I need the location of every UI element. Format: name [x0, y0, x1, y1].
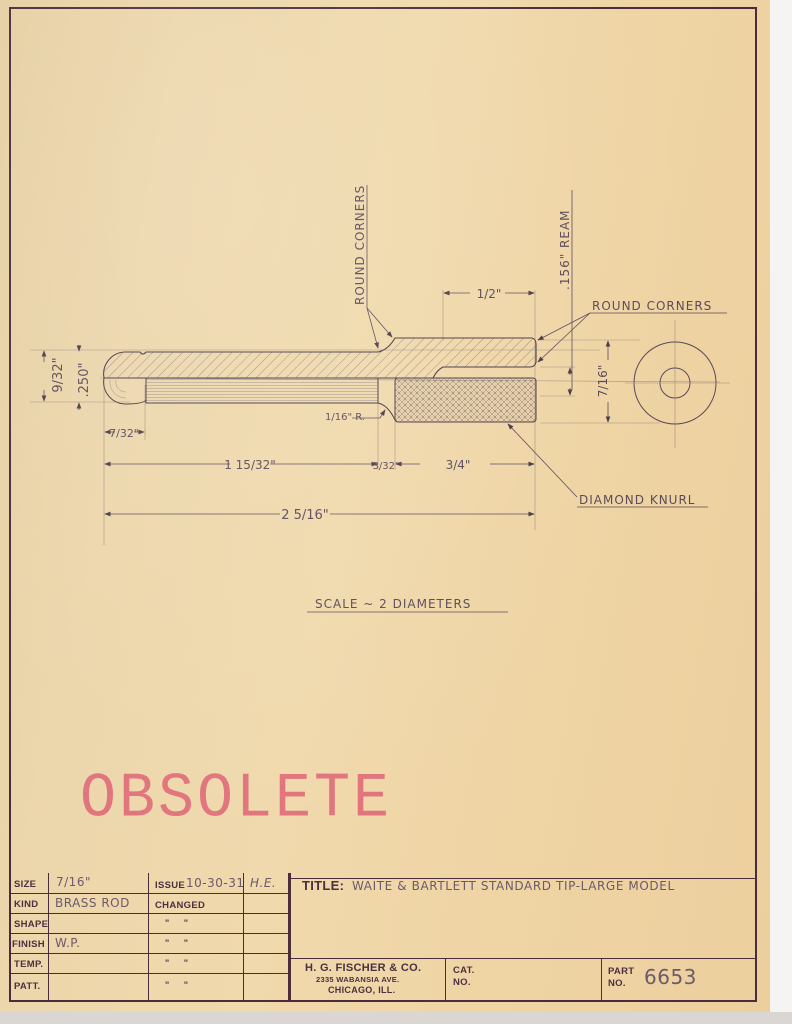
finish-label: FINISH [12, 939, 45, 950]
part-label: PART [608, 966, 635, 977]
technical-drawing: 9/32" .250" 7/32" 1 15/32" 3/32" 3/4" 2 … [30, 185, 730, 613]
dim-bore-depth: 1/2" [477, 287, 502, 301]
kind-value: BRASS ROD [55, 896, 130, 910]
ditto-mark: " " [165, 938, 195, 948]
company-name: H. G. FISCHER & CO. [305, 962, 422, 974]
cat-no-label: NO. [453, 977, 471, 988]
dim-head-length: 7/32" [109, 427, 139, 440]
diamond-knurl-note: DIAMOND KNURL [579, 493, 695, 507]
patt-label: PATT. [14, 981, 41, 992]
shank [145, 377, 379, 404]
ditto-mark: " " [165, 918, 195, 928]
fillet-radius-note: 1/16" R. [325, 412, 365, 423]
part-number: 6653 [644, 965, 697, 989]
scale-note: SCALE ~ 2 DIAMETERS [315, 597, 471, 611]
part-no-label: NO. [608, 978, 626, 989]
shape-label: SHAPE [14, 919, 49, 930]
dim-knurl-length: 3/4" [446, 458, 471, 472]
dim-shank-diameter: .250" [77, 363, 92, 398]
issue-initials: H.E. [250, 876, 277, 890]
dim-head-diameter: 9/32" [51, 357, 66, 392]
issue-date: 10-30-31 [186, 876, 245, 890]
dim-shank-length: 1 15/32" [224, 458, 276, 472]
finish-value: W.P. [55, 936, 81, 950]
dim-overall-length: 2 5/16" [281, 508, 329, 523]
size-label: SIZE [14, 879, 37, 890]
ream-note: .156" REAM [558, 209, 572, 290]
ditto-mark: " " [165, 980, 195, 990]
ditto-mark: " " [165, 958, 195, 968]
temp-label: TEMP. [14, 959, 44, 970]
size-value: 7/16" [56, 875, 91, 889]
tip-cross-section [103, 337, 537, 379]
company-address: 2335 WABANSIA AVE. [316, 975, 400, 984]
diamond-knurl-section [394, 377, 537, 423]
changed-label: CHANGED [155, 900, 206, 911]
drawing-sheet: 9/32" .250" 7/32" 1 15/32" 3/32" 3/4" 2 … [0, 0, 770, 1012]
kind-label: KIND [14, 899, 39, 910]
scan-margin-right [770, 0, 792, 1012]
scan-margin-bottom [0, 1012, 792, 1024]
title-label: TITLE: [302, 878, 345, 893]
issue-label: ISSUE [155, 880, 186, 891]
cat-label: CAT. [453, 965, 475, 976]
obsolete-stamp: OBSOLETE [80, 764, 393, 836]
dim-neck-length: 3/32" [372, 461, 399, 472]
round-corners-note-right: ROUND CORNERS [592, 299, 712, 313]
round-corners-note-left: ROUND CORNERS [353, 185, 367, 305]
title-value: WAITE & BARTLETT STANDARD TIP-LARGE MODE… [352, 879, 675, 893]
dim-outer-diameter: 7/16" [596, 365, 610, 397]
company-city: CHICAGO, ILL. [328, 985, 396, 995]
